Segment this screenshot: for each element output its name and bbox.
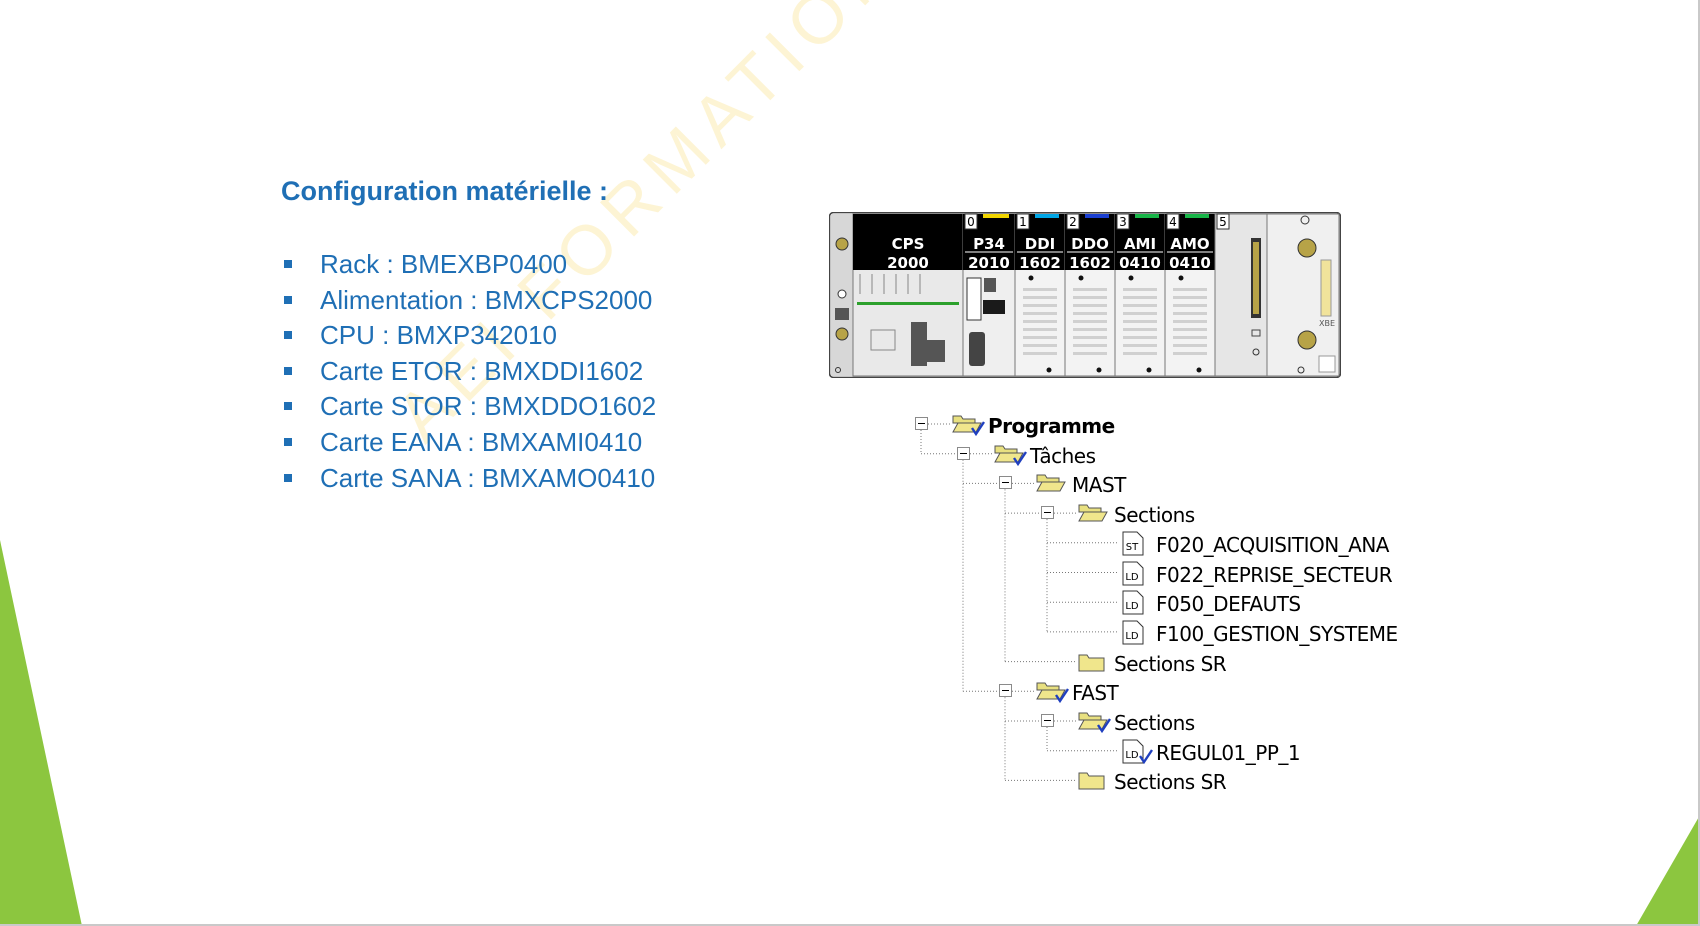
collapse-toggle-icon[interactable]	[1041, 506, 1054, 520]
tree-node-label: REGUL01_PP_1	[1156, 740, 1301, 765]
tree-node-label: Programme	[988, 414, 1115, 438]
bullet-analog-output: Carte SANA : BMXAMO0410	[282, 461, 656, 497]
tree-node-label: F050_DEFAUTS	[1156, 592, 1301, 617]
tree-node-label: F020_ACQUISITION_ANA	[1156, 532, 1390, 557]
folder-open-check-icon	[1034, 677, 1070, 709]
tree-node-label: Sections SR	[1114, 651, 1227, 676]
bullet-square-icon	[284, 473, 292, 482]
bullet-square-icon	[284, 366, 292, 375]
bullet-square-icon	[284, 295, 292, 304]
bullet-power-supply: Alimentation : BMXCPS2000	[282, 283, 656, 319]
module-name: DDI	[1025, 235, 1055, 253]
bullet-square-icon	[284, 437, 292, 446]
folder-open-icon	[1076, 499, 1112, 531]
slide-right-border	[1698, 0, 1700, 926]
slot-number-box	[964, 213, 978, 230]
collapse-toggle-icon[interactable]	[999, 476, 1012, 490]
bullet-rack: Rack : BMEXBP0400	[282, 247, 656, 283]
slot-number-box	[1066, 213, 1080, 230]
module-name: CPS	[892, 235, 925, 253]
green-triangle-left	[0, 540, 82, 926]
tree-node-label: Sections	[1114, 711, 1195, 735]
module-ref: 1602	[1019, 254, 1061, 272]
tree-node-label: Sections SR	[1114, 770, 1227, 795]
module-name: P34	[973, 235, 1005, 253]
tree-connector-lines	[920, 423, 1118, 781]
module-ref: 1602	[1069, 254, 1111, 272]
tree-node-label: F022_REPRISE_SECTEUR	[1156, 562, 1393, 587]
folder-open-check-icon	[1076, 707, 1112, 739]
ld-section-icon: LD	[1118, 618, 1154, 650]
module-ref: 0410	[1169, 254, 1211, 272]
module-ref: 2000	[887, 254, 929, 272]
slot-number-box	[1016, 213, 1030, 230]
bullet-digital-input: Carte ETOR : BMXDDI1602	[282, 354, 656, 390]
ld-section-icon: LD	[1118, 588, 1154, 620]
folder-icon	[1076, 766, 1112, 798]
slot-color-bar	[983, 214, 1009, 218]
slot-number: 1	[1019, 215, 1027, 229]
slide-bottom-border	[0, 924, 1700, 926]
folder-open-icon	[1034, 469, 1070, 501]
slot-number: 4	[1169, 215, 1177, 229]
module-name: AMI	[1124, 235, 1156, 253]
tree-node-label: Tâches	[1030, 443, 1096, 468]
xbe-label: XBE	[1319, 319, 1335, 328]
io-module-body	[1164, 213, 1216, 377]
bullet-cpu: CPU : BMXP342010	[282, 318, 656, 354]
module-name: DDO	[1071, 235, 1109, 253]
tree-node-label: Sections	[1114, 503, 1195, 528]
st-section-icon: ST	[1118, 529, 1154, 561]
bullet-square-icon	[284, 331, 292, 340]
collapse-toggle-icon[interactable]	[915, 417, 928, 430]
plc-rack-image: XBE CPS20000P3420101DDI16022DDO16023AMI0…	[829, 212, 1341, 378]
io-module-body	[1014, 213, 1066, 377]
collapse-toggle-icon[interactable]	[999, 684, 1012, 698]
slot-color-bar	[1135, 214, 1159, 218]
folder-open-check-icon	[950, 410, 986, 442]
bullet-digital-output: Carte STOR : BMXDDO1602	[282, 389, 656, 425]
slot-number-box	[1216, 213, 1230, 230]
folder-icon	[1076, 648, 1112, 680]
svg-text:LD: LD	[1125, 601, 1139, 612]
bullet-square-icon	[284, 260, 292, 268]
slot-number: 2	[1069, 215, 1077, 229]
slot-number: 0	[967, 215, 975, 229]
slot-number: 3	[1119, 215, 1127, 229]
green-triangle-right	[1636, 815, 1700, 926]
collapse-toggle-icon[interactable]	[957, 446, 970, 460]
slot-color-bar	[1035, 214, 1059, 218]
slot-number-box	[1116, 213, 1130, 230]
module-ref: 0410	[1119, 254, 1161, 272]
hardware-list: Rack : BMEXBP0400 Alimentation : BMXCPS2…	[282, 247, 656, 496]
tree-node-label: F100_GESTION_SYSTEME	[1156, 621, 1398, 646]
folder-open-check-icon	[992, 440, 1028, 472]
module-name: AMO	[1170, 235, 1209, 253]
ld-section-icon: LD	[1118, 559, 1154, 591]
svg-text:LD: LD	[1125, 631, 1139, 642]
bullet-analog-input: Carte EANA : BMXAMI0410	[282, 425, 656, 461]
slot-color-bar	[1085, 214, 1109, 218]
tree-node-label: FAST	[1072, 681, 1119, 706]
ld-section-check-icon: LD	[1118, 737, 1154, 769]
svg-text:ST: ST	[1126, 542, 1139, 553]
slot-number: 5	[1219, 215, 1227, 229]
module-ref: 2010	[968, 254, 1010, 272]
svg-text:LD: LD	[1125, 750, 1139, 761]
tree-node-label: MAST	[1072, 473, 1126, 498]
slot-number-box	[1166, 213, 1180, 230]
collapse-toggle-icon[interactable]	[1041, 714, 1054, 727]
slide-title: Configuration matérielle :	[281, 176, 609, 206]
svg-text:LD: LD	[1125, 572, 1139, 583]
slot-color-bar	[1185, 214, 1209, 218]
bullet-square-icon	[284, 402, 292, 411]
